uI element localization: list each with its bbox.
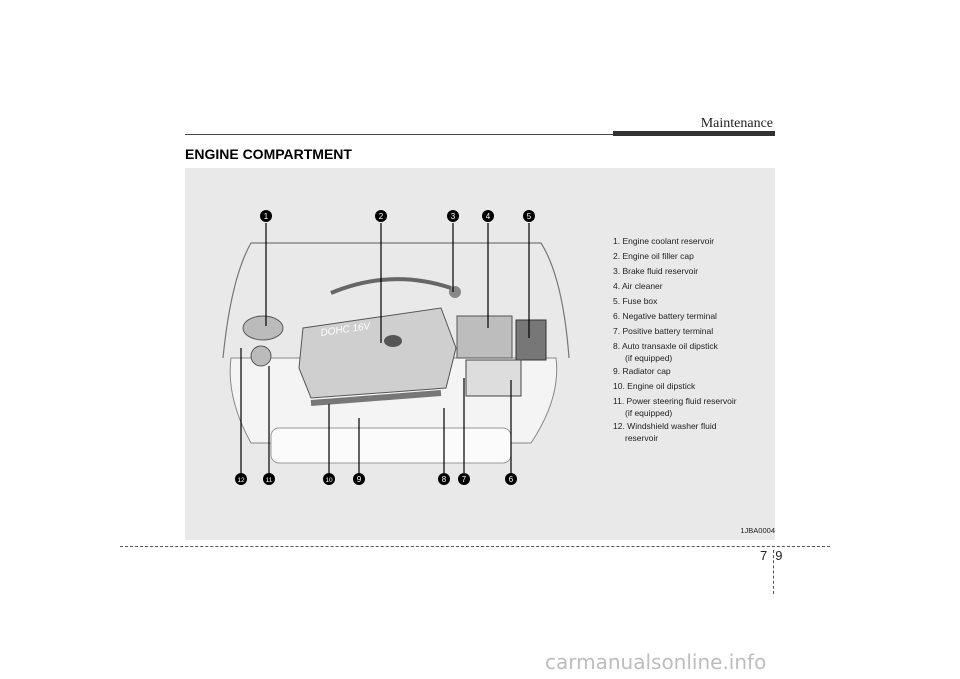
washer-reservoir [250, 345, 272, 367]
page-index: 9 [775, 548, 783, 563]
legend-item: 10. Engine oil dipstick [613, 381, 696, 391]
page-divider [773, 550, 774, 594]
callout-5: 5 [523, 210, 535, 222]
fuse-box [515, 319, 547, 361]
air-cleaner [456, 315, 513, 359]
header-rule [185, 134, 613, 135]
legend-item: 6. Negative battery terminal [613, 311, 717, 321]
legend-item: 1. Engine coolant reservoir [613, 236, 715, 246]
legend-item: 4. Air cleaner [613, 281, 663, 291]
legend-item: 2. Engine oil filler cap [613, 251, 694, 261]
svg-text:1: 1 [264, 212, 269, 221]
header-rule-thick [613, 131, 775, 136]
callout-11: 11 [263, 473, 275, 485]
bottom-rule [120, 546, 830, 547]
callout-9: 9 [353, 473, 365, 485]
intake-manifold [310, 390, 442, 406]
engine-compartment-figure: DOHC 16V [222, 210, 570, 485]
engine-cover [298, 307, 457, 399]
legend-item: 11. Power steering fluid reservoir(if eq… [613, 396, 737, 418]
coolant-reservoir [242, 315, 284, 341]
callout-10: 10 [323, 473, 335, 485]
callout-6: 6 [505, 473, 517, 485]
legend-item: 9. Radiator cap [613, 366, 671, 376]
callout-4: 4 [482, 210, 494, 222]
callout-3: 3 [447, 210, 459, 222]
brake-reservoir [449, 286, 461, 298]
legend-item: 7. Positive battery terminal [613, 326, 714, 336]
figure-panel: DOHC 16V [185, 168, 775, 540]
hood-outline [222, 242, 570, 359]
legend-item: 8. Auto transaxle oil dipstick(if equipp… [613, 341, 718, 363]
legend-list: 1. Engine coolant reservoir 2. Engine oi… [613, 234, 783, 444]
svg-text:10: 10 [325, 477, 333, 484]
page-heading: ENGINE COMPARTMENT [185, 146, 352, 162]
figure-code: 1JBA0004 [740, 526, 775, 535]
legend-item: 5. Fuse box [613, 296, 658, 306]
svg-text:8: 8 [442, 475, 447, 484]
svg-text:5: 5 [527, 212, 532, 221]
legend-item: 3. Brake fluid reservoir [613, 266, 699, 276]
callout-2: 2 [375, 210, 387, 222]
svg-text:4: 4 [486, 212, 491, 221]
svg-text:6: 6 [509, 475, 514, 484]
svg-text:2: 2 [379, 212, 384, 221]
bumper [270, 427, 512, 464]
svg-text:12: 12 [237, 477, 245, 484]
battery [465, 359, 522, 397]
section-title: Maintenance [700, 116, 773, 131]
hose [330, 277, 452, 295]
svg-text:9: 9 [357, 475, 362, 484]
callout-7: 7 [458, 473, 470, 485]
footer-watermark: carmanualsonline.info [545, 650, 767, 674]
callout-12: 12 [235, 473, 247, 485]
callout-1: 1 [260, 210, 272, 222]
svg-text:11: 11 [266, 477, 273, 484]
callout-8: 8 [438, 473, 450, 485]
chapter-number: 7 [760, 548, 768, 563]
leader-lines [240, 223, 530, 473]
svg-text:7: 7 [462, 475, 467, 484]
oil-filler-cap [384, 335, 402, 347]
svg-text:3: 3 [451, 212, 456, 221]
